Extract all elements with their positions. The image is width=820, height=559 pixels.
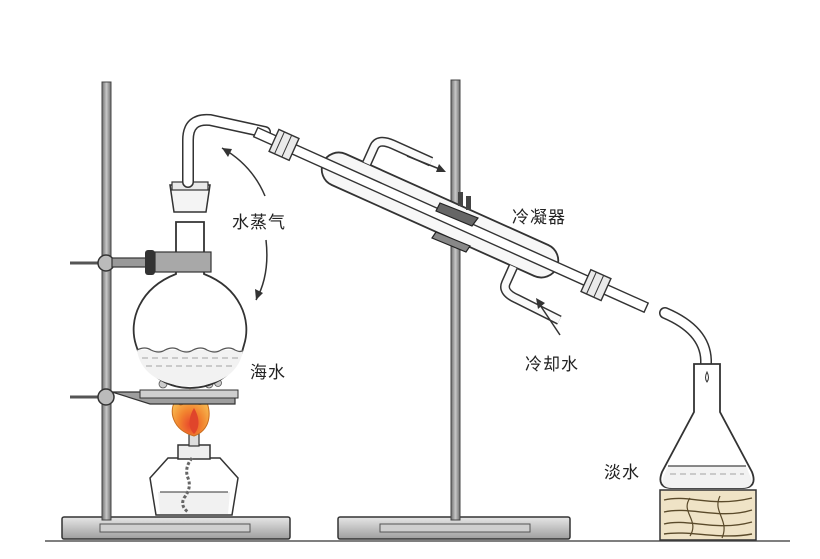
seawater-label: 海水	[250, 363, 286, 383]
delivery-tube	[182, 113, 271, 188]
fresh-water-liquid	[662, 466, 752, 488]
water-out-arrow	[406, 155, 446, 172]
right-iron-stand	[337, 79, 571, 540]
condenser-clamp	[431, 192, 479, 253]
flask-clamp	[70, 250, 212, 275]
condenser-label: 冷凝器	[512, 208, 566, 228]
cooling-water-label: 冷却水	[525, 355, 579, 375]
wooden-block	[659, 489, 757, 541]
left-stand-rod	[101, 81, 112, 521]
left-iron-stand	[61, 81, 291, 540]
condenser	[252, 126, 650, 325]
conical-flask	[659, 363, 755, 489]
steam-label: 水蒸气	[232, 213, 286, 233]
seawater-liquid	[137, 350, 243, 386]
steam-arrow-down	[255, 239, 268, 301]
outlet-tube	[659, 307, 712, 378]
steam-arrow-up	[221, 147, 266, 197]
iron-ring-and-gauze	[70, 388, 239, 406]
right-stand-rod	[450, 79, 461, 521]
alcohol-lamp	[149, 431, 239, 516]
fresh-water-label: 淡水	[604, 463, 640, 483]
cooling-water-in-arrow	[536, 298, 561, 336]
distillation-flask	[132, 181, 248, 389]
